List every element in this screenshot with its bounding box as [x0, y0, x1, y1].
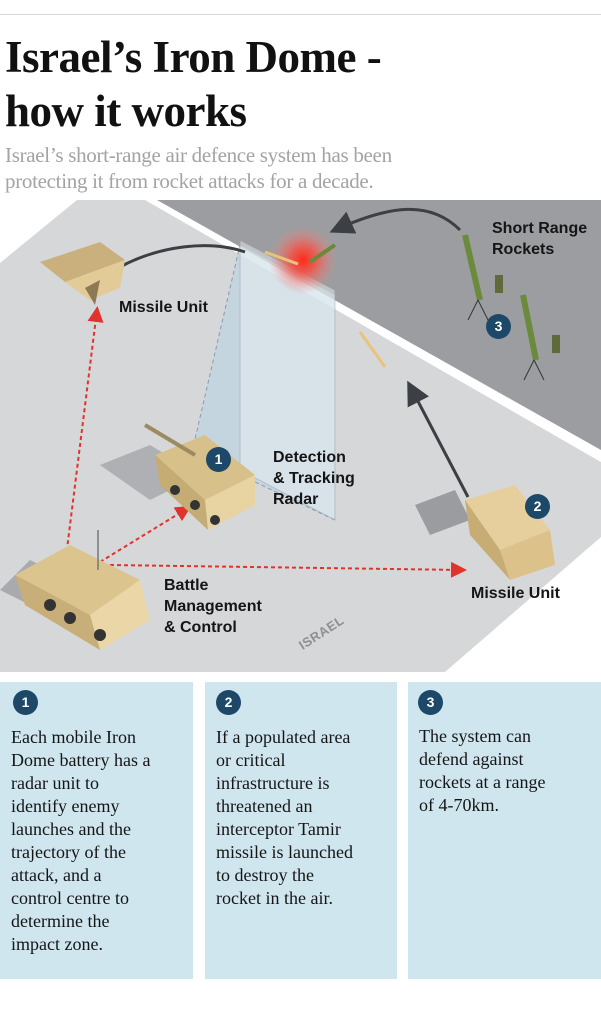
interceptor-trajectory-right [407, 380, 470, 498]
rocket-launcher-icon [520, 294, 560, 381]
panel-badge-3: 3 [418, 690, 443, 715]
panel-badge-1: 1 [13, 690, 38, 715]
label-bmc: Battle Management & Control [164, 577, 262, 636]
page-subtitle: Israel’s short-range air defence system … [5, 143, 392, 193]
rocket-launcher-icon [462, 234, 503, 321]
badge-3: 3 [486, 314, 511, 339]
interception-explosion-icon [269, 226, 337, 294]
badge-2: 2 [525, 494, 550, 519]
label-rockets: Short Range Rockets [492, 220, 588, 258]
rocket-trajectory [329, 207, 462, 234]
label-missile-unit-left: Missile Unit [119, 299, 208, 316]
info-panel-1: 1 Each mobile Iron Dome battery has a ra… [0, 682, 193, 979]
command-link [99, 505, 192, 563]
illustration-scene [0, 200, 601, 672]
page-title: Israel’s Iron Dome - how it works [5, 32, 382, 136]
panel-text-2: If a populated area or critical infrastr… [216, 727, 353, 908]
bmc-truck-icon [0, 530, 150, 650]
panel-text-3: The system can defend against rockets at… [419, 726, 546, 815]
top-divider [0, 14, 601, 15]
rocket-icon [308, 243, 337, 264]
panel-badge-2: 2 [216, 690, 241, 715]
command-link [64, 306, 104, 566]
panel-text-1: Each mobile Iron Dome battery has a rada… [11, 727, 151, 954]
missile-unit-left-icon [40, 242, 125, 305]
interceptor-trajectory-left [117, 244, 246, 270]
iron-dome-illustration: Missile Unit Detection & Tracking Radar … [0, 200, 601, 672]
missile-unit-right-icon [415, 485, 555, 580]
info-panel-2: 2 If a populated area or critical infras… [205, 682, 397, 979]
badge-1: 1 [206, 447, 231, 472]
interceptor-missile-icon [358, 331, 387, 368]
info-panel-3: 3 The system can defend against rockets … [408, 682, 601, 979]
label-missile-unit-right: Missile Unit [471, 585, 560, 602]
label-radar: Detection & Tracking Radar [273, 449, 355, 508]
interceptor-missile-icon [264, 250, 299, 266]
radar-truck-icon [100, 423, 255, 530]
command-link [109, 561, 467, 578]
